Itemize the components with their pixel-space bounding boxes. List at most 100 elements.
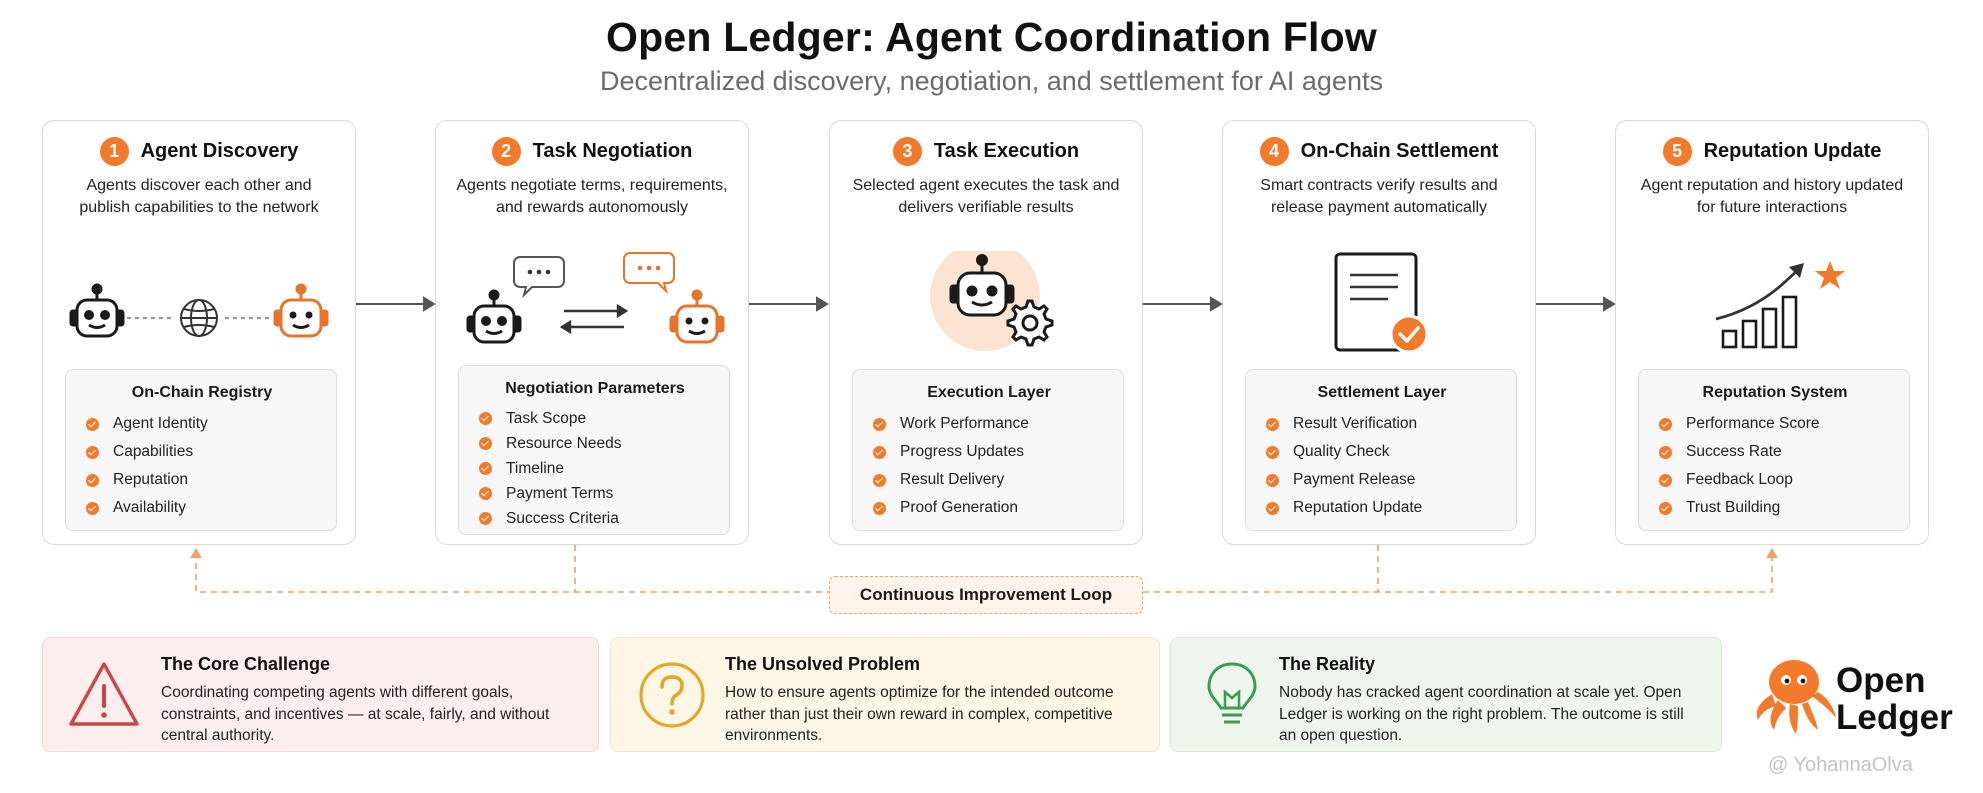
list-item: Result Delivery — [873, 466, 1105, 494]
settlement-layer-panel: Settlement Layer Result Verification Qua… — [1245, 369, 1517, 531]
check-icon — [873, 473, 886, 487]
reputation-system-panel: Reputation System Performance Score Succ… — [1638, 369, 1910, 531]
question-icon — [639, 662, 705, 728]
warning-icon — [69, 662, 139, 726]
reality-card: The Reality Nobody has cracked agent coo… — [1170, 637, 1722, 752]
check-icon — [86, 501, 99, 515]
check-icon — [1659, 473, 1672, 487]
list-item: Task Scope — [479, 406, 711, 431]
step-number-badge: 4 — [1259, 137, 1289, 166]
star-icon — [1815, 261, 1845, 289]
step-description: Agents discover each other and publish c… — [79, 177, 319, 216]
watermark: @ YohannaOlva — [1768, 754, 1913, 776]
exchange-arrows-icon — [559, 303, 629, 335]
list-item: Timeline — [479, 456, 711, 481]
step-description: Agents negotiate terms, requirements, an… — [456, 177, 728, 216]
panel-title: Settlement Layer — [1317, 384, 1447, 401]
contract-document-icon — [1334, 252, 1429, 354]
list-item: Trust Building — [1659, 494, 1891, 522]
step-card-task-execution: 3 Task Execution Selected agent executes… — [829, 120, 1143, 545]
step-number-badge: 3 — [892, 137, 922, 166]
check-icon — [86, 417, 99, 431]
check-icon — [479, 512, 492, 525]
check-icon — [86, 445, 99, 459]
list-item: Payment Release — [1266, 466, 1498, 494]
lightbulb-icon — [1207, 662, 1257, 724]
list-item: Work Performance — [873, 410, 1105, 438]
list-item: Availability — [86, 494, 318, 522]
check-icon — [1266, 501, 1279, 515]
unsolved-problem-card: The Unsolved Problem How to ensure agent… — [610, 637, 1160, 752]
step-number-badge: 5 — [1662, 137, 1692, 166]
step-card-agent-discovery: 1 Agent Discovery Agents discover each o… — [42, 120, 356, 545]
loop-arrowhead-left — [190, 548, 202, 558]
card-text: Coordinating competing agents with diffe… — [161, 684, 550, 744]
check-icon — [479, 437, 492, 450]
list-item: Reputation — [86, 466, 318, 494]
speech-bubble-icon — [513, 256, 565, 299]
check-icon — [1659, 417, 1672, 431]
list-item: Performance Score — [1659, 410, 1891, 438]
core-challenge-card: The Core Challenge Coordinating competin… — [42, 637, 599, 752]
robot-icon-orange — [273, 283, 329, 338]
robot-icon-orange — [669, 289, 725, 344]
robot-gear-icon — [930, 251, 1054, 351]
list-item: Success Criteria — [479, 506, 711, 531]
panel-title: Negotiation Parameters — [505, 380, 685, 397]
loop-arrowhead-right — [1766, 548, 1778, 558]
list-item: Quality Check — [1266, 438, 1498, 466]
step-title: Task Execution — [933, 140, 1080, 162]
step-card-reputation-update: 5 Reputation Update Agent reputation and… — [1615, 120, 1929, 545]
check-icon — [873, 417, 886, 431]
step-title: Task Negotiation — [532, 140, 693, 162]
check-badge-icon — [1389, 314, 1429, 354]
step-card-on-chain-settlement: 4 On-Chain Settlement Smart contracts ve… — [1222, 120, 1536, 545]
negotiation-icon — [466, 252, 725, 344]
page-subtitle: Decentralized discovery, negotiation, an… — [600, 66, 1383, 96]
check-icon — [1659, 501, 1672, 515]
step-description: Selected agent executes the task and del… — [852, 177, 1120, 216]
page-title: Open Ledger: Agent Coordination Flow — [606, 14, 1377, 60]
step-title: Agent Discovery — [140, 140, 299, 162]
continuous-improvement-loop-label: Continuous Improvement Loop — [829, 576, 1143, 614]
check-icon — [479, 412, 492, 425]
card-title: The Unsolved Problem — [725, 654, 921, 674]
list-item: Success Rate — [1659, 438, 1891, 466]
list-item: Resource Needs — [479, 431, 711, 456]
check-icon — [479, 487, 492, 500]
step-description: Agent reputation and history updated for… — [1640, 177, 1904, 216]
speech-bubble-icon-orange — [623, 252, 675, 295]
execution-layer-panel: Execution Layer Work Performance Progres… — [852, 369, 1124, 531]
registry-panel: On-Chain Registry Agent Identity Capabil… — [65, 369, 337, 531]
list-item: Proof Generation — [873, 494, 1105, 522]
card-title: The Core Challenge — [161, 654, 331, 674]
step-number-badge: 2 — [491, 137, 521, 166]
card-text: Nobody has cracked agent coordination at… — [1279, 684, 1684, 744]
list-item: Payment Terms — [479, 481, 711, 506]
loop-line-left — [195, 552, 829, 593]
robot-icon — [69, 283, 125, 338]
check-icon — [873, 501, 886, 515]
check-icon — [1266, 417, 1279, 431]
check-icon — [1659, 445, 1672, 459]
card-title: The Reality — [1279, 654, 1376, 674]
negotiation-parameters-panel: Negotiation Parameters Task Scope Resour… — [458, 365, 730, 535]
check-icon — [86, 473, 99, 487]
loop-line-right — [1143, 552, 1773, 593]
check-icon — [1266, 473, 1279, 487]
step-description: Smart contracts verify results and relea… — [1260, 177, 1498, 216]
panel-title: Execution Layer — [927, 384, 1051, 401]
gear-icon — [1006, 299, 1054, 347]
list-item: Feedback Loop — [1659, 466, 1891, 494]
check-icon — [479, 462, 492, 475]
check-icon — [873, 445, 886, 459]
step-title: Reputation Update — [1703, 140, 1882, 162]
agents-network-icon — [69, 283, 329, 338]
list-item: Agent Identity — [86, 410, 318, 438]
panel-title: On-Chain Registry — [131, 384, 273, 401]
card-text: How to ensure agents optimize for the in… — [725, 684, 1114, 744]
growth-chart-icon — [1715, 261, 1845, 349]
list-item: Progress Updates — [873, 438, 1105, 466]
list-item: Result Verification — [1266, 410, 1498, 438]
